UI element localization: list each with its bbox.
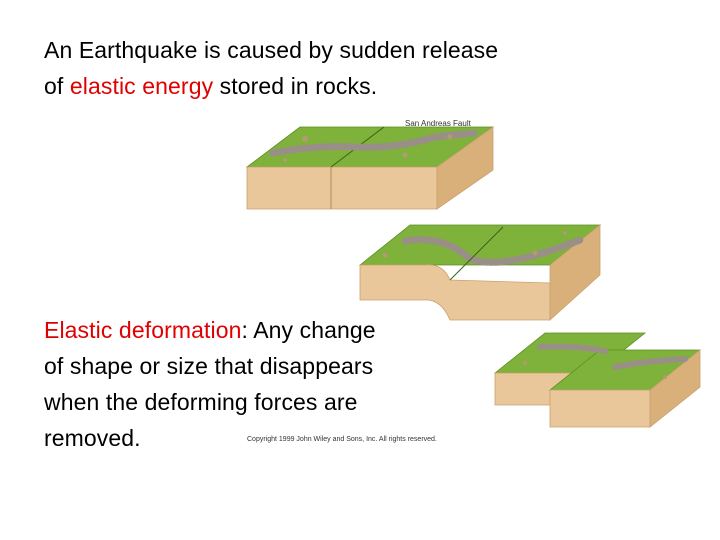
fault-block-before (247, 127, 493, 209)
intro-line-2-before: of (44, 73, 70, 99)
intro-paragraph: An Earthquake is caused by sudden releas… (44, 32, 664, 104)
fault-block-ruptured (495, 333, 700, 427)
intro-line-2-after: stored in rocks. (213, 73, 377, 99)
fault-block-diagrams (245, 115, 720, 450)
definition-term: Elastic deformation (44, 317, 242, 343)
intro-line-1: An Earthquake is caused by sudden releas… (44, 37, 498, 63)
fault-block-strained (360, 225, 600, 320)
definition-line-4: removed. (44, 425, 141, 451)
elastic-energy-highlight: elastic energy (70, 73, 213, 99)
fault-label: San Andreas Fault (405, 119, 471, 128)
fault-block-diagram-figure: San Andreas Fault Copyright 1999 John Wi… (245, 115, 720, 450)
copyright-notice: Copyright 1999 John Wiley and Sons, Inc.… (247, 436, 437, 443)
